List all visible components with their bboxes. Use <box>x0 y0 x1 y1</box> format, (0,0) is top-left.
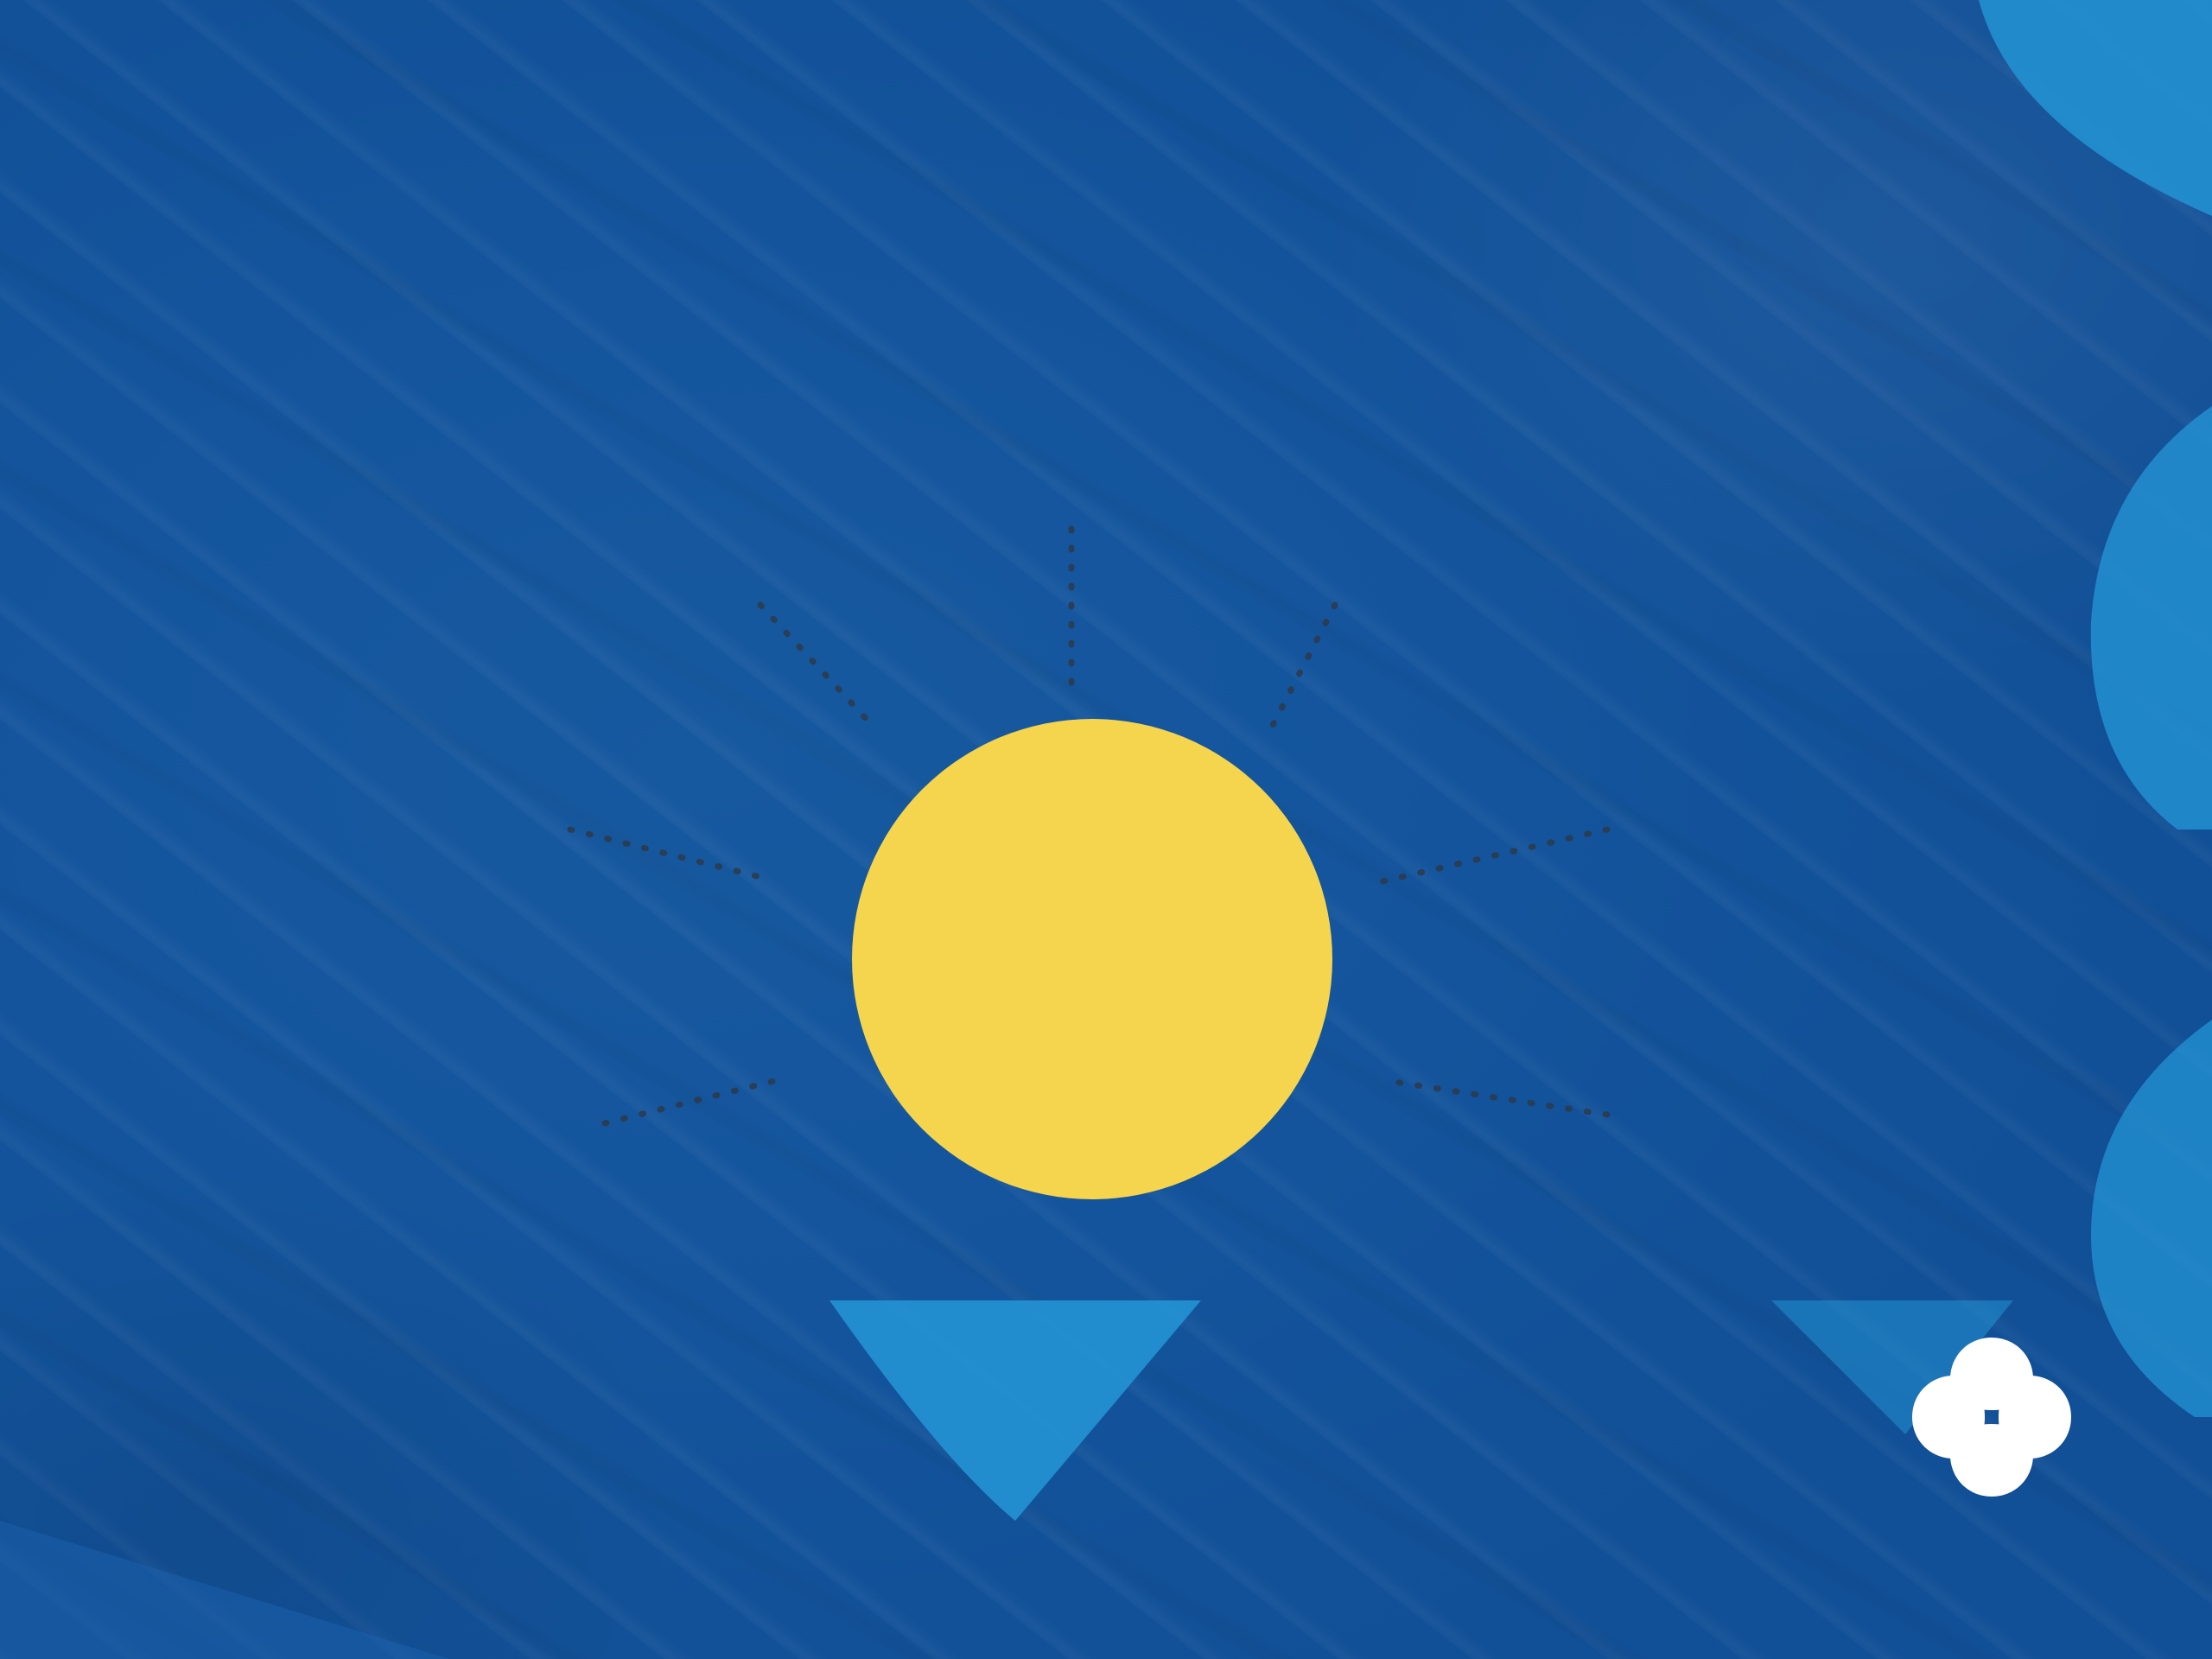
connector-03 <box>757 601 876 729</box>
salesplay-logo <box>1832 1331 2152 1514</box>
connector-06 <box>1379 826 1611 885</box>
connector-07 <box>1379 1077 1611 1118</box>
connector-01 <box>601 1077 781 1127</box>
hub-circle <box>852 719 1332 1199</box>
connector-05 <box>1267 601 1338 734</box>
four-petal-clover-icon <box>1912 1338 2071 1497</box>
connector-02 <box>567 826 764 880</box>
connector-lines <box>567 525 1611 1127</box>
